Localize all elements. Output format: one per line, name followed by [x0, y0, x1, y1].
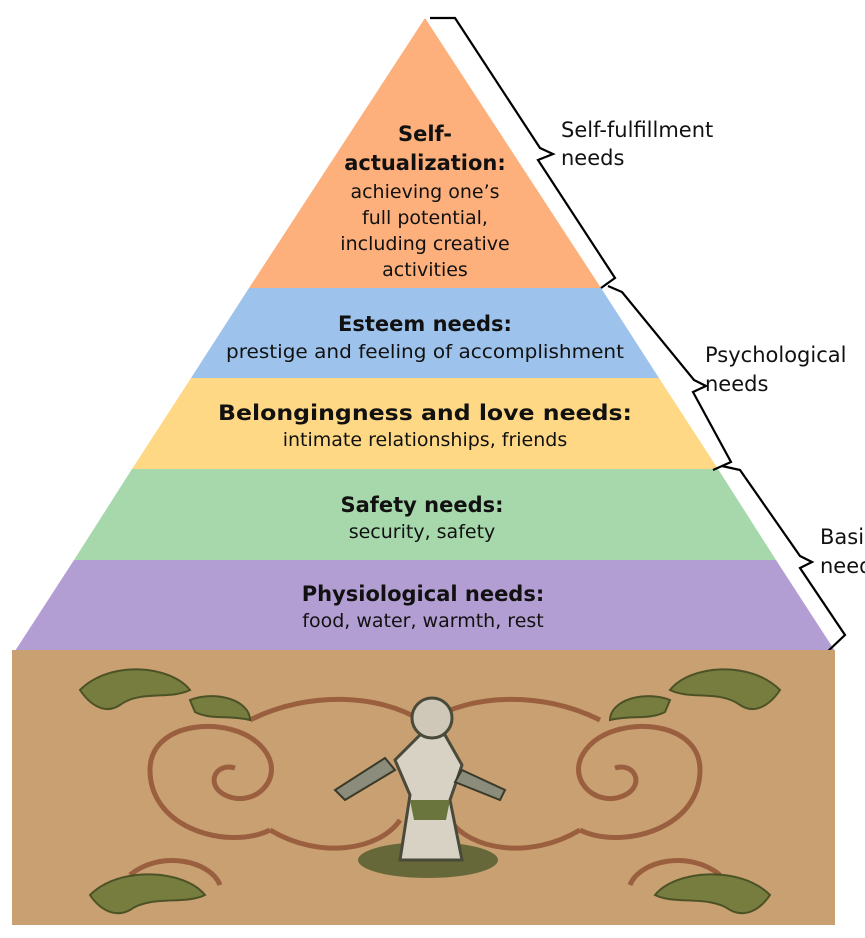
safety-text: Safety needs: security, safety — [340, 493, 503, 543]
basic-label: Basic needs — [820, 525, 865, 578]
tier-description-line: achieving one’s — [350, 181, 499, 203]
psychological-label: Psychological needs — [705, 343, 846, 396]
physiological-text: Physiological needs: food, water, warmth… — [302, 582, 545, 632]
tier-title-line: actualization: — [344, 151, 506, 175]
tier-title-line: Belongingness and love needs: — [218, 401, 632, 425]
tier-description-line: including creative — [340, 233, 509, 255]
self-fulfillment-label: Self-fulfillment needs — [561, 118, 713, 170]
tier-description-line: prestige and feeling of accomplishment — [226, 341, 624, 363]
self-actualization-text: Self- actualization: achieving one’s ful… — [340, 122, 509, 281]
tier-title-line: Esteem needs: — [338, 312, 512, 336]
group-label-line: needs — [561, 146, 624, 170]
group-label-line: needs — [705, 372, 768, 396]
safety-tier — [74, 469, 776, 560]
group-label-line: Psychological — [705, 343, 846, 367]
group-label-line: needs — [820, 554, 865, 578]
tier-description-line: security, safety — [349, 521, 496, 543]
psychological-bracket — [607, 284, 733, 472]
tier-description-line: activities — [382, 259, 468, 281]
belongingness-tier — [132, 378, 718, 469]
self-fulfillment-bracket — [430, 16, 617, 289]
group-label-line: Self-fulfillment — [561, 118, 713, 142]
esteem-text: Esteem needs: prestige and feeling of ac… — [226, 312, 624, 363]
esteem-tier — [191, 288, 659, 378]
tier-description-line: full potential, — [362, 207, 488, 229]
tier-title-line: Self- — [398, 122, 452, 146]
tier-title-line: Physiological needs: — [302, 582, 545, 606]
ornate-figure-image — [12, 650, 835, 925]
group-label-line: Basic — [820, 525, 865, 549]
belongingness-text: Belongingness and love needs: intimate r… — [218, 401, 632, 451]
self-actualization-tier — [249, 18, 601, 288]
figure — [333, 696, 507, 878]
tier-description-line: intimate relationships, friends — [283, 429, 568, 451]
basic-bracket — [721, 464, 847, 654]
tier-title-line: Safety needs: — [340, 493, 503, 517]
physiological-tier — [15, 560, 835, 651]
tier-description-line: food, water, warmth, rest — [302, 610, 543, 632]
